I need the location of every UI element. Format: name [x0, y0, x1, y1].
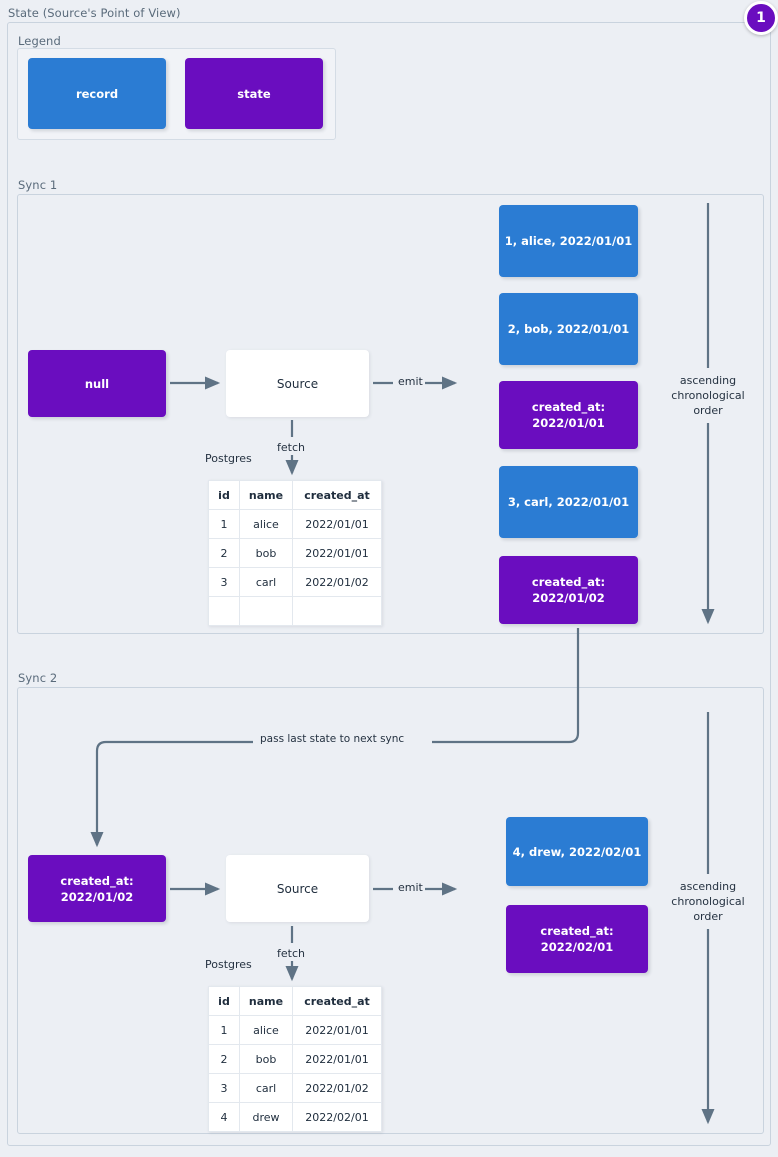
- sync2-fetch-label: fetch: [277, 947, 305, 960]
- sync1-emit-label: emit: [398, 375, 423, 388]
- sync2-db-label: Postgres: [205, 958, 252, 971]
- table-row: 4 drew 2022/02/01: [208, 1102, 382, 1132]
- sync2-emit-label: emit: [398, 881, 423, 894]
- sync1-th-date: created_at: [292, 480, 382, 510]
- sync1-fetch-label: fetch: [277, 441, 305, 454]
- legend-swatch-record-label: record: [75, 86, 119, 101]
- sync1-input-state: null: [28, 350, 166, 417]
- sync2-emitted-0: 4, drew, 2022/02/01: [506, 817, 648, 886]
- sync1-th-name: name: [239, 480, 293, 510]
- sync1-cell: 2022/01/01: [292, 538, 382, 568]
- sync1-cell: 1: [208, 509, 240, 539]
- sync1-emitted-4-label: created_at: 2022/01/02: [531, 575, 606, 605]
- sync2-th-id: id: [208, 986, 240, 1016]
- sync2-th-name: name: [239, 986, 293, 1016]
- sync2-source-label: Source: [276, 881, 319, 896]
- table-row: 1 alice 2022/01/01: [208, 1015, 382, 1045]
- sync1-cell: bob: [239, 538, 293, 568]
- sync1-cell: 3: [208, 567, 240, 597]
- sync2-cell: alice: [239, 1015, 293, 1045]
- sync2-cell: 2022/01/01: [292, 1044, 382, 1074]
- sync1-emitted-1-label: 2, bob, 2022/01/01: [507, 322, 630, 336]
- sync1-cell: [239, 596, 293, 626]
- sync1-source-node: Source: [226, 350, 369, 417]
- diagram-title: State (Source's Point of View): [8, 6, 181, 20]
- legend-swatch-state: state: [185, 58, 323, 129]
- sync1-emitted-2: created_at: 2022/01/01: [499, 381, 638, 449]
- sync1-box: [17, 194, 764, 634]
- sync1-title: Sync 1: [18, 178, 58, 192]
- pass-state-label: pass last state to next sync: [258, 733, 407, 745]
- legend-swatch-state-label: state: [237, 86, 271, 101]
- sync2-emitted-1-label: created_at: 2022/02/01: [540, 924, 614, 954]
- sync2-cell: 3: [208, 1073, 240, 1103]
- sync2-cell: 2022/01/02: [292, 1073, 382, 1103]
- sync2-table: id name created_at 1 alice 2022/01/01 2 …: [208, 986, 382, 1132]
- sync2-input-state-label: created_at: 2022/01/02: [60, 873, 134, 904]
- sync2-source-node: Source: [226, 855, 369, 922]
- sync1-th-id: id: [208, 480, 240, 510]
- sync1-emitted-2-label: created_at: 2022/01/01: [531, 400, 606, 430]
- table-row: 2 bob 2022/01/01: [208, 538, 382, 568]
- sync1-emitted-4: created_at: 2022/01/02: [499, 556, 638, 624]
- step-badge: 1: [744, 1, 778, 35]
- sync2-th-date: created_at: [292, 986, 382, 1016]
- sync1-emitted-0: 1, alice, 2022/01/01: [499, 205, 638, 277]
- sync2-emitted-0-label: 4, drew, 2022/02/01: [512, 844, 642, 859]
- table-row: 3 carl 2022/01/02: [208, 567, 382, 597]
- sync1-cell: 2: [208, 538, 240, 568]
- legend-swatch-record: record: [28, 58, 166, 129]
- sync2-title: Sync 2: [18, 671, 58, 685]
- sync2-cell: 2022/02/01: [292, 1102, 382, 1132]
- sync2-cell: carl: [239, 1073, 293, 1103]
- sync1-emitted-3-label: 3, carl, 2022/01/01: [507, 495, 630, 509]
- sync1-cell: 2022/01/02: [292, 567, 382, 597]
- sync1-order-label: ascending chronological order: [671, 374, 745, 417]
- table-header-row: id name created_at: [208, 986, 382, 1016]
- sync1-source-label: Source: [276, 376, 319, 391]
- sync1-table: id name created_at 1 alice 2022/01/01 2 …: [208, 480, 382, 626]
- sync2-cell: bob: [239, 1044, 293, 1074]
- sync2-cell: drew: [239, 1102, 293, 1132]
- sync2-box: [17, 687, 764, 1134]
- sync1-emitted-3: 3, carl, 2022/01/01: [499, 466, 638, 538]
- sync1-cell: 2022/01/01: [292, 509, 382, 539]
- sync1-cell: alice: [239, 509, 293, 539]
- table-header-row: id name created_at: [208, 480, 382, 510]
- sync1-input-state-label: null: [84, 376, 110, 391]
- sync1-db-label: Postgres: [205, 452, 252, 465]
- sync2-cell: 1: [208, 1015, 240, 1045]
- sync1-emitted-1: 2, bob, 2022/01/01: [499, 293, 638, 365]
- sync1-cell: [292, 596, 382, 626]
- sync2-input-state: created_at: 2022/01/02: [28, 855, 166, 922]
- sync2-cell: 4: [208, 1102, 240, 1132]
- sync2-emitted-1: created_at: 2022/02/01: [506, 905, 648, 973]
- sync2-order-label: ascending chronological order: [671, 880, 745, 923]
- legend-title: Legend: [18, 34, 61, 48]
- table-row: 2 bob 2022/01/01: [208, 1044, 382, 1074]
- outer-frame: [7, 22, 771, 1146]
- sync1-cell: carl: [239, 567, 293, 597]
- sync1-cell: [208, 596, 240, 626]
- table-row: 1 alice 2022/01/01: [208, 509, 382, 539]
- table-row: 3 carl 2022/01/02: [208, 1073, 382, 1103]
- sync1-emitted-0-label: 1, alice, 2022/01/01: [504, 234, 633, 248]
- sync2-cell: 2: [208, 1044, 240, 1074]
- sync2-cell: 2022/01/01: [292, 1015, 382, 1045]
- table-row: [208, 596, 382, 626]
